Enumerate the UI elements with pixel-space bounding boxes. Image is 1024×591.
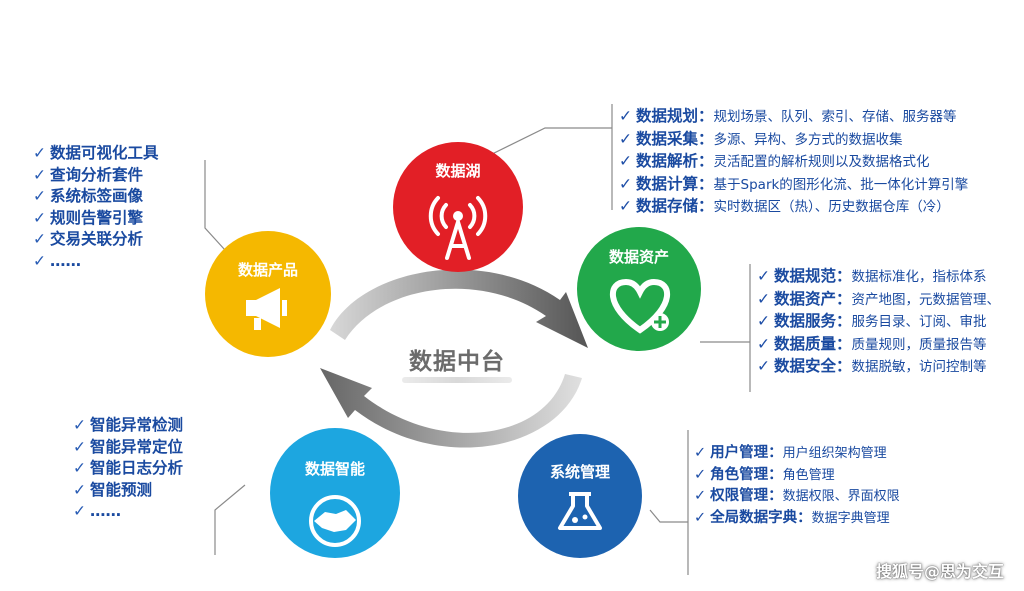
list-item: ✓数据采集：多源、异构、多方式的数据收集 (619, 129, 968, 152)
cycle-arrow-bottom (320, 368, 582, 448)
check-icon: ✓ (757, 289, 770, 308)
list-item: ✓用户管理：用户组织架构管理 (694, 443, 900, 465)
check-icon: ✓ (33, 187, 46, 205)
list-item: ✓查询分析套件 (33, 165, 159, 187)
check-icon: ✓ (73, 437, 86, 456)
node-lake-circle (393, 142, 523, 272)
check-icon: ✓ (619, 197, 632, 215)
heart-plus-icon (610, 278, 670, 334)
cycle-arrow-top (330, 269, 588, 348)
connector-lines (204, 104, 751, 575)
center-subtitle-blur (402, 377, 512, 383)
list-item: ✓数据解析：灵活配置的解析规则以及数据格式化 (619, 151, 968, 174)
list-item: ✓数据存储：实时数据区（热）、历史数据仓库（冷） (619, 196, 968, 219)
list-item: ✓智能异常检测 (73, 415, 183, 437)
check-icon: ✓ (694, 488, 707, 504)
check-icon: ✓ (619, 174, 632, 193)
check-icon: ✓ (757, 357, 770, 375)
list-item: ✓数据资产：资产地图，元数据管理、 (757, 289, 1000, 312)
list-item: ✓数据质量：质量规则，质量报告等 (757, 334, 1000, 357)
check-icon: ✓ (33, 144, 46, 162)
node-lake-label: 数据湖 (435, 162, 481, 180)
connector-intel (214, 484, 246, 555)
asset-feature-list: ✓数据规范：数据标准化，指标体系 ✓数据资产：资产地图，元数据管理、 ✓数据服务… (757, 266, 1000, 379)
check-icon: ✓ (694, 445, 707, 461)
check-icon: ✓ (33, 208, 46, 227)
node-intel-label: 数据智能 (304, 460, 365, 478)
check-icon: ✓ (757, 334, 770, 353)
check-icon: ✓ (694, 466, 707, 483)
list-item: ✓数据安全：数据脱敏，访问控制等 (757, 356, 1000, 379)
node-product-label: 数据产品 (237, 261, 298, 279)
check-icon: ✓ (73, 459, 86, 477)
check-icon: ✓ (757, 312, 770, 330)
node-asset-label: 数据资产 (608, 248, 669, 266)
list-item: ✓数据规划：规划场景、队列、索引、存储、服务器等 (619, 106, 968, 129)
check-icon: ✓ (33, 230, 46, 248)
list-item: ✓…… (33, 251, 159, 273)
check-icon: ✓ (33, 165, 46, 184)
center-title: 数据中台 (409, 349, 505, 375)
node-intel-circle (270, 428, 400, 558)
intel-feature-list: ✓智能异常检测 ✓智能异常定位 ✓智能日志分析 ✓智能预测 ✓…… (73, 415, 183, 523)
list-item: ✓数据可视化工具 (33, 143, 159, 165)
cycle-arrows (320, 269, 588, 448)
list-item: ✓数据计算：基于Spark的图形化流、批一体化计算引擎 (619, 174, 968, 197)
list-item: ✓全局数据字典：数据字典管理 (694, 508, 900, 530)
check-icon: ✓ (33, 251, 46, 270)
node-system-label: 系统管理 (549, 463, 610, 481)
list-item: ✓数据服务：服务目录、订阅、审批 (757, 311, 1000, 334)
connector-lake (479, 127, 612, 161)
list-item: ✓交易关联分析 (33, 229, 159, 251)
check-icon: ✓ (619, 129, 632, 148)
connector-system (649, 509, 688, 523)
list-item: ✓智能日志分析 (73, 458, 183, 480)
list-item: ✓智能异常定位 (73, 437, 183, 459)
check-icon: ✓ (619, 107, 632, 125)
check-icon: ✓ (73, 480, 86, 499)
connector-product (204, 160, 226, 251)
lake-feature-list: ✓数据规划：规划场景、队列、索引、存储、服务器等 ✓数据采集：多源、异构、多方式… (619, 106, 968, 219)
system-feature-list: ✓用户管理：用户组织架构管理 ✓角色管理：角色管理 ✓权限管理：数据权限、界面权… (694, 443, 900, 529)
check-icon: ✓ (694, 509, 707, 526)
list-item: ✓规则告警引擎 (33, 208, 159, 230)
product-feature-list: ✓数据可视化工具 ✓查询分析套件 ✓系统标签画像 ✓规则告警引擎 ✓交易关联分析… (33, 143, 159, 272)
flask-icon (558, 492, 602, 530)
check-icon: ✓ (73, 416, 86, 434)
megaphone-icon (246, 288, 287, 330)
watermark: 搜狐号@思为交互 (875, 562, 1004, 581)
list-item: ✓智能预测 (73, 480, 183, 502)
signal-tower-icon (428, 196, 488, 260)
check-icon: ✓ (619, 152, 632, 170)
check-icon: ✓ (757, 267, 770, 285)
list-item: ✓角色管理：角色管理 (694, 465, 900, 487)
list-item: ✓…… (73, 501, 183, 523)
check-icon: ✓ (73, 502, 86, 520)
list-item: ✓权限管理：数据权限、界面权限 (694, 486, 900, 508)
handshake-icon (309, 495, 361, 547)
list-item: ✓系统标签画像 (33, 186, 159, 208)
list-item: ✓数据规范：数据标准化，指标体系 (757, 266, 1000, 289)
